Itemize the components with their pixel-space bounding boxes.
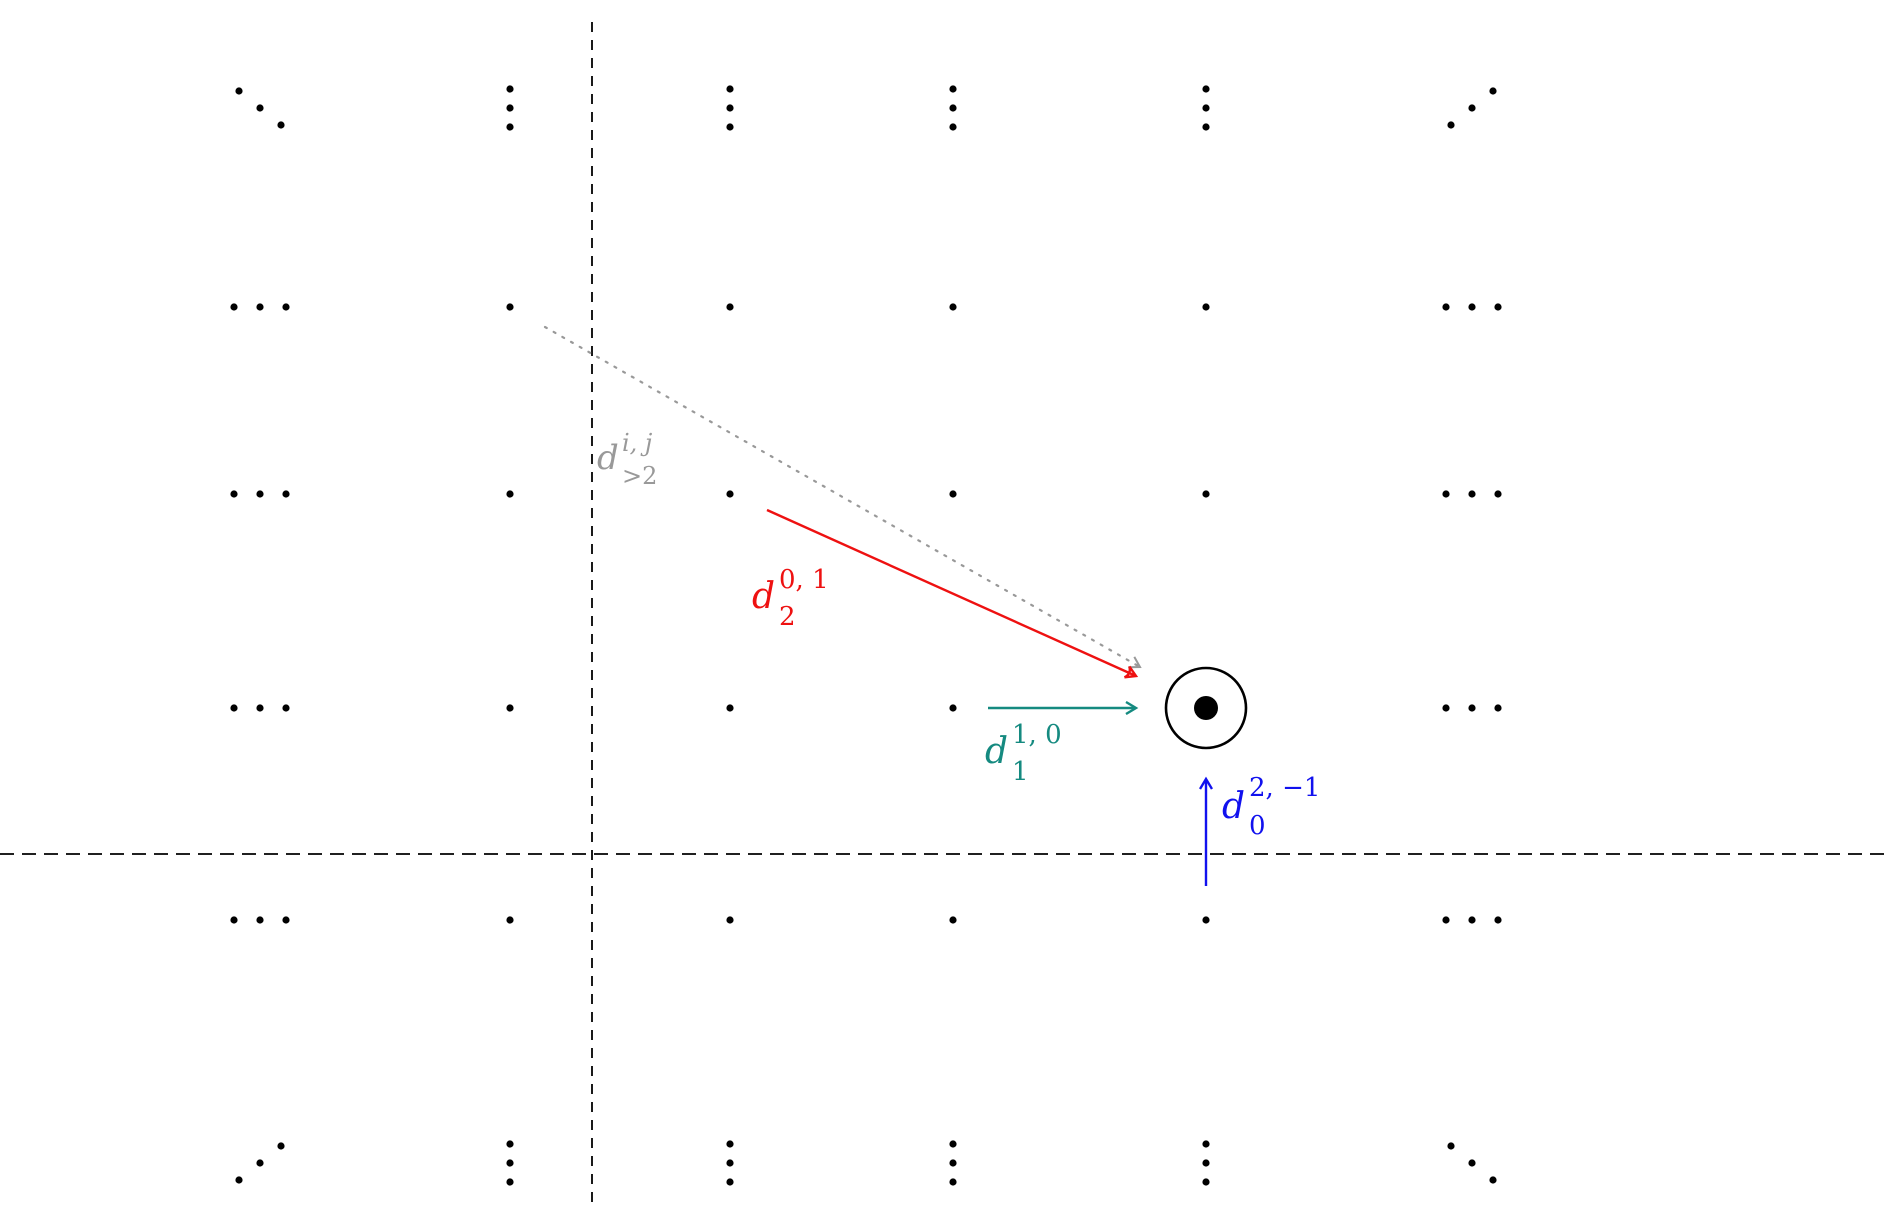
vertical-ellipsis-dots <box>726 1140 734 1148</box>
corner-diagonal-dots <box>277 121 285 129</box>
horizontal-ellipsis-dots <box>256 303 264 311</box>
vertical-ellipsis-dots <box>949 104 957 112</box>
horizontal-ellipsis-dots <box>1494 303 1502 311</box>
horizontal-ellipsis-dots <box>1442 916 1450 924</box>
vertical-ellipsis-dots <box>1202 85 1210 93</box>
grid-dot <box>1202 916 1210 924</box>
horizontal-ellipsis-dots <box>1468 916 1476 924</box>
grid-dot <box>949 490 957 498</box>
vertical-ellipsis-dots <box>506 85 514 93</box>
vertical-ellipsis-dots <box>726 123 734 131</box>
horizontal-ellipsis-dots <box>256 916 264 924</box>
grid-dot <box>726 490 734 498</box>
vertical-ellipsis-dots <box>949 1178 957 1186</box>
horizontal-ellipsis-dots <box>1468 704 1476 712</box>
horizontal-ellipsis-dots <box>282 490 290 498</box>
vertical-ellipsis-dots <box>1202 123 1210 131</box>
horizontal-ellipsis-dots <box>1494 916 1502 924</box>
grid-dot <box>949 916 957 924</box>
horizontal-ellipsis-dots <box>282 303 290 311</box>
horizontal-ellipsis-dots <box>1442 303 1450 311</box>
horizontal-ellipsis-dots <box>256 704 264 712</box>
corner-diagonal-dots <box>1489 87 1497 95</box>
vertical-ellipsis-dots <box>506 123 514 131</box>
horizontal-ellipsis-dots <box>1494 704 1502 712</box>
vertical-ellipsis-dots <box>1202 1178 1210 1186</box>
vertical-ellipsis-dots <box>949 1159 957 1167</box>
corner-diagonal-dots <box>1489 1176 1497 1184</box>
vertical-ellipsis-dots <box>726 85 734 93</box>
grid-dot <box>506 916 514 924</box>
grid-dot <box>726 303 734 311</box>
grid-dot <box>506 490 514 498</box>
vertical-ellipsis-dots <box>506 1159 514 1167</box>
vertical-ellipsis-dots <box>949 123 957 131</box>
vertical-ellipsis-dots <box>506 1140 514 1148</box>
grid-dot <box>506 303 514 311</box>
horizontal-ellipsis-dots <box>1468 490 1476 498</box>
label-d1: d 1, 0 1 <box>985 720 1067 787</box>
corner-diagonal-dots <box>1468 104 1476 112</box>
vertical-ellipsis-dots <box>949 85 957 93</box>
corner-diagonal-dots <box>256 104 264 112</box>
vertical-ellipsis-dots <box>949 1140 957 1148</box>
corner-diagonal-dots <box>1447 1142 1455 1150</box>
grid-dot <box>1202 303 1210 311</box>
horizontal-ellipsis-dots <box>230 490 238 498</box>
label-d2: d 0, 1 2 <box>752 565 834 632</box>
arrow-higher-differential <box>543 325 1142 669</box>
grid-dots <box>230 85 1502 1186</box>
grid-dot <box>1202 490 1210 498</box>
corner-diagonal-dots <box>235 87 243 95</box>
horizontal-ellipsis-dots <box>230 704 238 712</box>
grid-dot <box>949 303 957 311</box>
horizontal-ellipsis-dots <box>1442 490 1450 498</box>
corner-diagonal-dots <box>256 1159 264 1167</box>
grid-dot <box>506 704 514 712</box>
horizontal-ellipsis-dots <box>282 916 290 924</box>
horizontal-ellipsis-dots <box>282 704 290 712</box>
vertical-ellipsis-dots <box>726 104 734 112</box>
corner-diagonal-dots <box>235 1176 243 1184</box>
grid-dot <box>726 704 734 712</box>
vertical-ellipsis-dots <box>506 1178 514 1186</box>
horizontal-ellipsis-dots <box>256 490 264 498</box>
horizontal-ellipsis-dots <box>230 916 238 924</box>
corner-diagonal-dots <box>1468 1159 1476 1167</box>
vertical-ellipsis-dots <box>726 1159 734 1167</box>
arrow-d2 <box>766 508 1136 676</box>
label-higher-differential: d i, j >2 <box>597 429 657 490</box>
horizontal-ellipsis-dots <box>1468 303 1476 311</box>
grid-dot <box>949 704 957 712</box>
vertical-ellipsis-dots <box>1202 1159 1210 1167</box>
vertical-ellipsis-dots <box>726 1178 734 1186</box>
corner-diagonal-dots <box>1447 121 1455 129</box>
grid-dot <box>726 916 734 924</box>
horizontal-ellipsis-dots <box>230 303 238 311</box>
horizontal-ellipsis-dots <box>1494 490 1502 498</box>
corner-diagonal-dots <box>277 1142 285 1150</box>
horizontal-ellipsis-dots <box>1442 704 1450 712</box>
vertical-ellipsis-dots <box>1202 1140 1210 1148</box>
target-circled-dot <box>1164 666 1248 750</box>
vertical-ellipsis-dots <box>506 104 514 112</box>
label-d0: d 2, −1 0 <box>1222 773 1326 841</box>
vertical-ellipsis-dots <box>1202 104 1210 112</box>
